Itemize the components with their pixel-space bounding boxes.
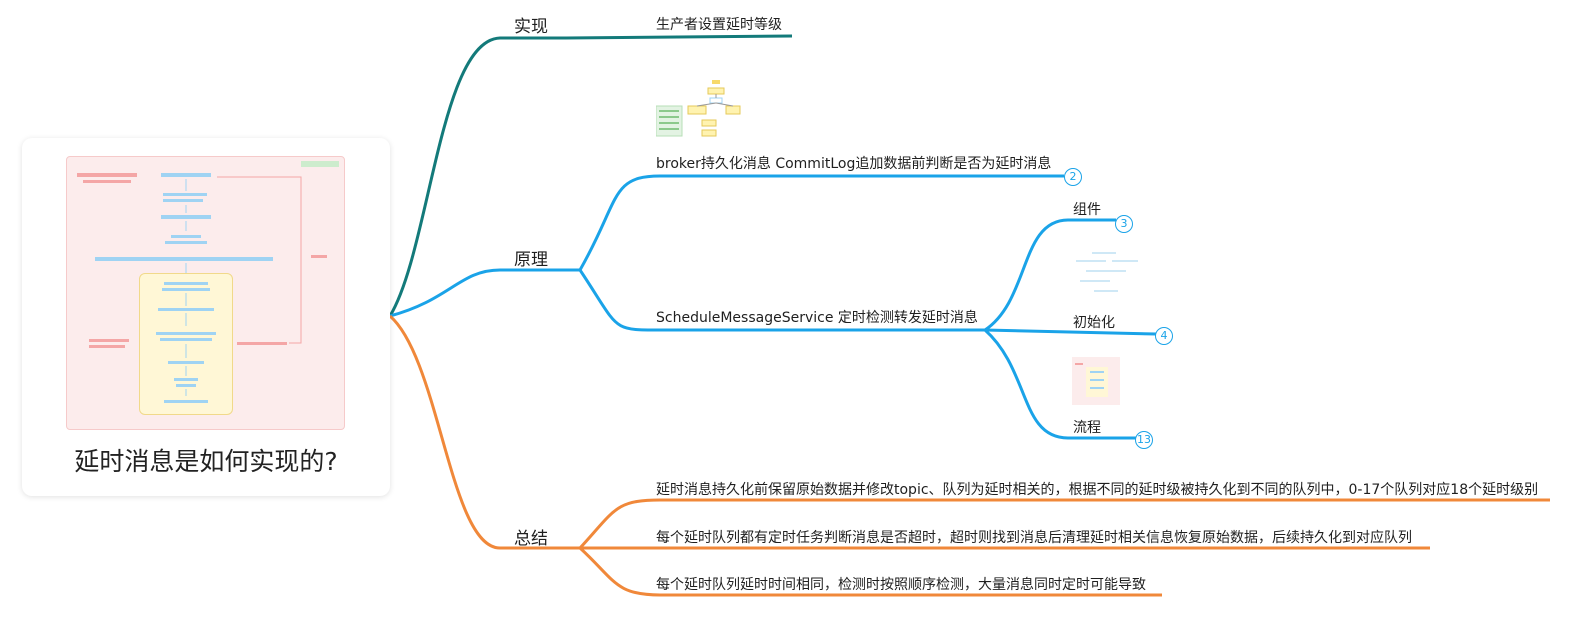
connector-implementation-child <box>565 34 793 40</box>
node-summary-3[interactable]: 每个延时队列延时时间相同，检测时按照顺序检测，大量消息同时定时可能导致 <box>656 577 1146 593</box>
connector-broker <box>578 174 1064 271</box>
badge-broker-count[interactable]: 2 <box>1064 168 1082 186</box>
node-producer-delay-level[interactable]: 生产者设置延时等级 <box>656 17 782 33</box>
node-component[interactable]: 组件 <box>1073 202 1101 218</box>
connector-principle <box>389 268 580 318</box>
connector-component <box>984 218 1116 332</box>
node-summary-2[interactable]: 每个延时队列都有定时任务判断消息是否超时，超时则找到消息后清理延时相关信息恢复原… <box>656 530 1412 546</box>
branch-summary[interactable]: 总结 <box>514 529 548 549</box>
connector-init <box>984 328 1157 336</box>
node-summary-1[interactable]: 延时消息持久化前保留原始数据并修改topic、队列为延时相关的，根据不同的延时级… <box>656 482 1539 498</box>
badge-component-count[interactable]: 3 <box>1115 215 1133 233</box>
broker-image-thumbnail <box>655 80 742 138</box>
node-schedule-service[interactable]: ScheduleMessageService 定时检测转发延时消息 <box>656 310 978 326</box>
root-flowchart-thumbnail <box>66 156 345 430</box>
root-title: 延时消息是如何实现的? <box>74 447 338 476</box>
connector-implementation <box>388 36 566 317</box>
connector-schedule <box>578 269 985 332</box>
badge-process-count[interactable]: 13 <box>1135 431 1153 449</box>
root-topic-card[interactable]: 延时消息是如何实现的? <box>22 138 390 496</box>
component-image-thumbnail <box>1072 248 1142 298</box>
connector-summary <box>389 314 580 550</box>
init-image-thumbnail <box>1072 357 1120 405</box>
branch-implementation[interactable]: 实现 <box>514 17 548 37</box>
connector-process <box>984 328 1136 440</box>
badge-init-count[interactable]: 4 <box>1155 327 1173 345</box>
branch-principle[interactable]: 原理 <box>514 250 548 270</box>
connector-summary-1 <box>578 498 1550 550</box>
connector-summary-3 <box>578 546 1162 597</box>
flowchart-inner-block <box>139 273 233 415</box>
node-process[interactable]: 流程 <box>1073 420 1101 436</box>
node-init[interactable]: 初始化 <box>1073 315 1115 331</box>
node-broker-persist[interactable]: broker持久化消息 CommitLog追加数据前判断是否为延时消息 <box>656 156 1052 172</box>
